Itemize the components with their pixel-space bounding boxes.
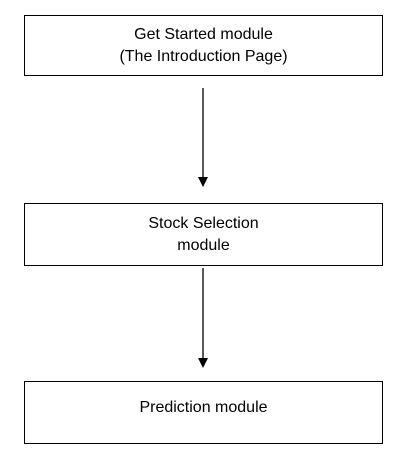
module-title-line-2: module — [177, 236, 230, 254]
stock-selection-module-box: Stock Selection module — [24, 203, 383, 266]
module-title-line-2: (The Introduction Page) — [119, 47, 288, 65]
get-started-module-box: Get Started module (The Introduction Pag… — [24, 15, 383, 76]
module-title-line-1: Get Started module — [134, 25, 273, 43]
arrow-get-started-to-stock-selection — [198, 88, 208, 187]
module-title-line-1: Stock Selection — [148, 214, 259, 232]
prediction-module-box: Prediction module — [24, 381, 383, 444]
module-title-line-1: Prediction module — [139, 399, 268, 416]
arrow-stock-selection-to-prediction — [198, 268, 208, 368]
